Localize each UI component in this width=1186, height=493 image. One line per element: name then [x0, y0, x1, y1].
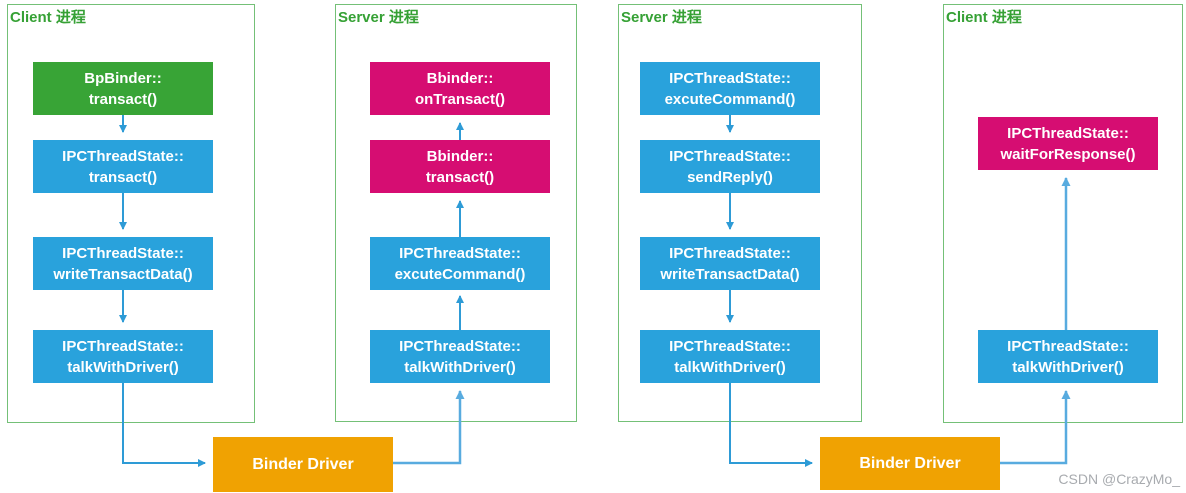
node-bpbinder-transact: BpBinder:: transact() — [33, 62, 213, 115]
node-ipc-waitforresponse: IPCThreadState:: waitForResponse() — [978, 117, 1158, 170]
node-label-line2: sendReply() — [687, 168, 773, 186]
node-label-line2: talkWithDriver() — [404, 358, 516, 376]
panel-title: Server 进程 — [338, 9, 419, 26]
node-label-line2: talkWithDriver() — [674, 358, 786, 376]
node-label-line1: IPCThreadState:: — [399, 337, 521, 355]
node-label-line2: transact() — [88, 90, 158, 108]
node-label-line2: transact() — [88, 168, 158, 186]
node-label-line1: IPCThreadState:: — [1007, 124, 1129, 142]
node-label-line2: onTransact() — [414, 90, 505, 108]
panel-title: Server 进程 — [621, 9, 702, 26]
node-label-line1: IPCThreadState:: — [62, 337, 184, 355]
node-ipc-writetransactdata-reply: IPCThreadState:: writeTransactData() — [640, 237, 820, 290]
node-ipc-transact: IPCThreadState:: transact() — [33, 140, 213, 193]
panel-title: Client 进程 — [946, 9, 1022, 26]
node-label-line2: waitForResponse() — [1000, 145, 1136, 163]
node-label-line2: excuteCommand() — [664, 90, 796, 108]
node-ipc-excutecommand-server: IPCThreadState:: excuteCommand() — [370, 237, 550, 290]
node-ipc-excutecommand-reply: IPCThreadState:: excuteCommand() — [640, 62, 820, 115]
node-ipc-talkwithdriver-reply: IPCThreadState:: talkWithDriver() — [640, 330, 820, 383]
binder-driver-box-right: Binder Driver — [820, 437, 1000, 490]
node-label-line1: IPCThreadState:: — [669, 337, 791, 355]
node-label-line1: IPCThreadState:: — [62, 244, 184, 262]
node-label-line2: talkWithDriver() — [1012, 358, 1124, 376]
node-label-line2: writeTransactData() — [660, 265, 800, 283]
node-label-line1: IPCThreadState:: — [669, 147, 791, 165]
node-label-line2: talkWithDriver() — [67, 358, 179, 376]
node-ipc-talkwithdriver-server: IPCThreadState:: talkWithDriver() — [370, 330, 550, 383]
node-label-line1: BpBinder:: — [84, 69, 162, 87]
node-ipc-talkwithdriver-client: IPCThreadState:: talkWithDriver() — [33, 330, 213, 383]
node-ipc-sendreply: IPCThreadState:: sendReply() — [640, 140, 820, 193]
node-ipc-talkwithdriver-response: IPCThreadState:: talkWithDriver() — [978, 330, 1158, 383]
node-label-line2: writeTransactData() — [53, 265, 193, 283]
node-label-line2: transact() — [425, 168, 495, 186]
node-label-line1: IPCThreadState:: — [1007, 337, 1129, 355]
node-label-line1: IPCThreadState:: — [62, 147, 184, 165]
binder-driver-box-left: Binder Driver — [213, 437, 393, 492]
node-bbinder-ontransact: Bbinder:: onTransact() — [370, 62, 550, 115]
node-label-line1: IPCThreadState:: — [399, 244, 521, 262]
node-label-line1: Bbinder:: — [426, 69, 494, 87]
binder-driver-label: Binder Driver — [859, 454, 961, 472]
node-bbinder-transact: Bbinder:: transact() — [370, 140, 550, 193]
node-label-line1: IPCThreadState:: — [669, 69, 791, 87]
panel-title: Client 进程 — [10, 9, 86, 26]
node-ipc-writetransactdata: IPCThreadState:: writeTransactData() — [33, 237, 213, 290]
watermark: CSDN @CrazyMo_ — [1058, 471, 1180, 487]
binder-driver-label: Binder Driver — [252, 455, 354, 473]
node-label-line2: excuteCommand() — [394, 265, 526, 283]
node-label-line1: Bbinder:: — [426, 147, 494, 165]
node-label-line1: IPCThreadState:: — [669, 244, 791, 262]
